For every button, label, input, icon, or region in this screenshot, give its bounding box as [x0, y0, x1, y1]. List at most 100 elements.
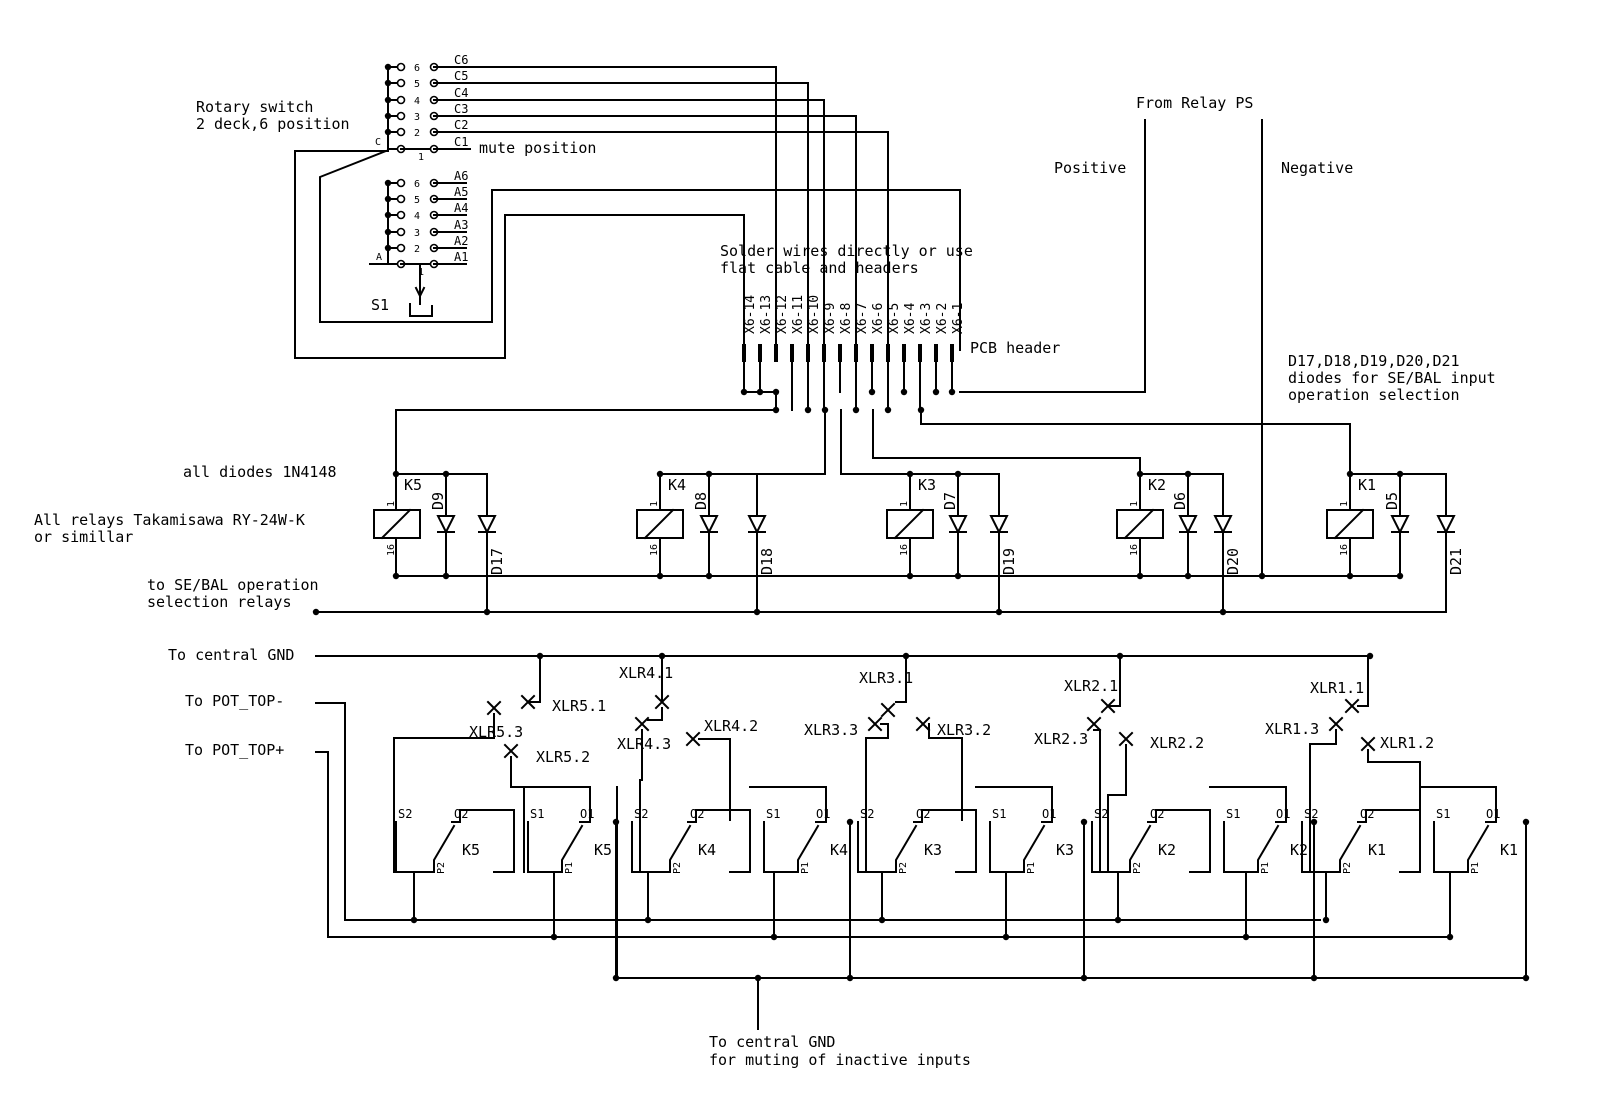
svg-text:16: 16	[1339, 544, 1350, 556]
junction-dot	[442, 572, 450, 580]
svg-text:O1: O1	[1042, 807, 1056, 821]
header-pin-13: X6-13	[759, 295, 774, 334]
junction-dot	[1242, 933, 1250, 941]
sel-note-2: selection relays	[147, 593, 292, 611]
svg-text:S1: S1	[1226, 807, 1240, 821]
xlr1-1: XLR1.1	[1310, 679, 1364, 697]
wire-c1: C1	[454, 135, 468, 149]
relay-coil-k2: 1 16 K2	[1116, 473, 1166, 577]
svg-text:1: 1	[386, 501, 397, 507]
junction-dot	[1258, 572, 1266, 580]
diode-label-d20: D20	[1224, 548, 1242, 575]
junction-dot	[1346, 470, 1354, 478]
svg-text:S1: S1	[1436, 807, 1450, 821]
pos-c5: 5	[414, 79, 420, 90]
junction-dot	[384, 128, 392, 136]
switch-to-header-wires	[294, 66, 961, 359]
diode-d19: D19	[989, 507, 1018, 613]
junction-dots	[312, 63, 1530, 982]
wire-a3: A3	[454, 218, 468, 232]
junction-dot	[1346, 572, 1354, 580]
junction-dot	[705, 470, 713, 478]
wire-c4: C4	[454, 86, 468, 100]
relay-ps-negative: Negative	[1281, 159, 1353, 177]
junction-dot	[772, 388, 780, 396]
junction-dot	[954, 572, 962, 580]
diode-label-d17: D17	[488, 548, 506, 575]
relay-coil-k3: 1 16 K3	[886, 473, 936, 577]
deck-a-label: A	[376, 252, 382, 263]
xlr2: XLR2.1 XLR2.2 XLR2.3	[1034, 677, 1204, 873]
svg-text:S1: S1	[530, 807, 544, 821]
junction-dot	[658, 652, 666, 660]
svg-text:O1: O1	[1486, 807, 1500, 821]
header-pin-12: X6-12	[775, 295, 790, 334]
junction-dot	[1114, 916, 1122, 924]
junction-dot	[902, 652, 910, 660]
header-note-2: flat cable and headers	[720, 259, 919, 277]
junction-dot	[1322, 916, 1330, 924]
junction-dot	[917, 406, 925, 414]
junction-dot	[312, 608, 320, 616]
svg-text:O2: O2	[916, 807, 930, 821]
svg-text:S2: S2	[860, 807, 874, 821]
junction-dot	[1184, 470, 1192, 478]
relays-note-1: All relays Takamisawa RY-24W-K	[34, 511, 305, 529]
svg-text:O2: O2	[1360, 807, 1374, 821]
junction-dot	[753, 608, 761, 616]
junction-dot	[906, 572, 914, 580]
relay-coil-k4: 1 16 K4	[636, 473, 686, 577]
xlr1-2: XLR1.2	[1380, 734, 1434, 752]
junction-dot	[754, 974, 762, 982]
header-pin-14: X6-14	[743, 295, 758, 334]
junction-dot	[384, 179, 392, 187]
relays-note-2: or simillar	[34, 528, 133, 546]
wire-a4: A4	[454, 201, 468, 215]
wire-c6: C6	[454, 53, 468, 67]
svg-text:O2: O2	[1150, 807, 1164, 821]
junction-dot	[1522, 974, 1530, 982]
junction-dot	[1080, 974, 1088, 982]
diode-label-d19: D19	[1000, 548, 1018, 575]
xlr3-3: XLR3.3	[804, 721, 858, 739]
junction-dot	[804, 406, 812, 414]
svg-text:S1: S1	[766, 807, 780, 821]
junction-dot	[410, 916, 418, 924]
junction-dot	[770, 933, 778, 941]
sel-note-1: to SE/BAL operation	[147, 576, 319, 594]
junction-dot	[384, 195, 392, 203]
junction-dot	[550, 933, 558, 941]
pot-plus-label: To POT_TOP+	[185, 741, 284, 759]
junction-dot	[1219, 608, 1227, 616]
junction-dot	[1366, 652, 1374, 660]
junction-dot	[772, 406, 780, 414]
xlr4-1: XLR4.1	[619, 664, 673, 682]
svg-text:S1: S1	[992, 807, 1006, 821]
junction-dot	[740, 388, 748, 396]
svg-text:O1: O1	[1276, 807, 1290, 821]
pos-a2: 2	[414, 244, 420, 255]
svg-text:P2: P2	[1132, 862, 1143, 874]
header-pin-3: X6-3	[919, 303, 934, 334]
svg-text:O2: O2	[690, 807, 704, 821]
svg-text:P1: P1	[1026, 862, 1037, 874]
gnd-label: To central GND	[168, 646, 294, 664]
pos-a5: 5	[414, 195, 420, 206]
svg-text:16: 16	[1129, 544, 1140, 556]
svg-text:K3: K3	[924, 841, 942, 859]
pos-c4: 4	[414, 96, 420, 107]
pos-c1: 1	[418, 152, 424, 163]
svg-text:O1: O1	[580, 807, 594, 821]
svg-text:P2: P2	[1342, 862, 1353, 874]
xlr4-3: XLR4.3	[617, 735, 671, 753]
xlr3-1: XLR3.1	[859, 669, 913, 687]
svg-text:S2: S2	[634, 807, 648, 821]
junction-dot	[656, 572, 664, 580]
junction-dot	[1116, 652, 1124, 660]
positive-wire	[959, 119, 1146, 393]
svg-text:K3: K3	[1056, 841, 1074, 859]
relay-label-k2: K2	[1148, 476, 1166, 494]
